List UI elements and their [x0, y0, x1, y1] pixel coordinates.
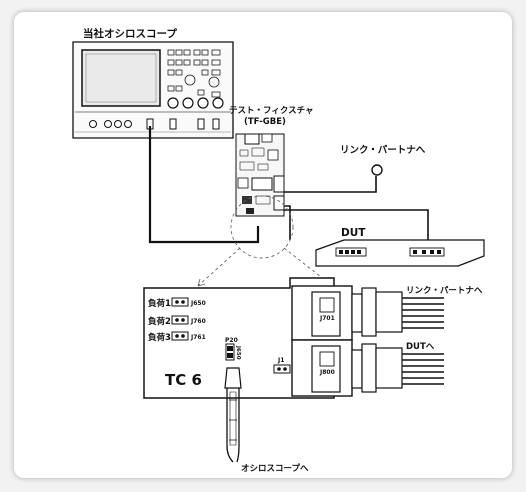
j800-label: J800	[319, 369, 335, 376]
j760-label: J760	[190, 318, 206, 325]
load1-label: 負荷1	[148, 298, 171, 309]
sma-cable-to-scope	[224, 367, 242, 463]
link-partner-connector	[371, 164, 383, 176]
plug-to-dut	[351, 343, 444, 393]
j800-jack	[291, 339, 353, 397]
j701-jack	[291, 285, 353, 341]
link-partner-label: リンク・パートナへ	[340, 144, 426, 156]
oscilloscope-title: 当社オシロスコープ	[83, 27, 177, 40]
scope-screen	[81, 49, 161, 107]
tc6-board	[143, 277, 335, 399]
j761-label: J761	[190, 334, 206, 341]
test-fixture-small	[235, 133, 285, 217]
board-name: TC 6	[165, 371, 202, 389]
dut-label: DUT	[341, 227, 366, 239]
scope-knobs	[167, 97, 224, 109]
p20-header	[225, 343, 235, 361]
to-scope-label: オシロスコープへ	[241, 463, 309, 474]
j650-label: J650	[190, 300, 206, 307]
fixture-to-link-partner-cable	[278, 164, 383, 193]
j701-label: J701	[319, 315, 335, 322]
scope-input-connectors	[89, 118, 220, 130]
dut-to-label: DUTへ	[406, 342, 435, 352]
load-jumpers	[171, 297, 189, 341]
dut-device	[315, 239, 485, 267]
scope-control-buttons	[167, 49, 221, 98]
load3-label: 負荷3	[148, 332, 171, 343]
oscilloscope	[72, 41, 234, 139]
plug-to-link-partner	[351, 287, 444, 337]
j650-vertical-label: J650	[235, 345, 241, 360]
j1-header	[273, 364, 291, 374]
fixture-label-line1: テスト・フィクスチャ	[229, 105, 314, 116]
load2-label: 負荷2	[148, 316, 171, 327]
fixture-label-line2: (TF-GBE)	[244, 117, 286, 127]
j1-label: J1	[277, 357, 284, 364]
p20-label: P20	[225, 337, 238, 344]
link-partner-board-label: リンク・パートナへ	[406, 285, 483, 296]
scope-to-fixture-cable	[148, 126, 260, 244]
